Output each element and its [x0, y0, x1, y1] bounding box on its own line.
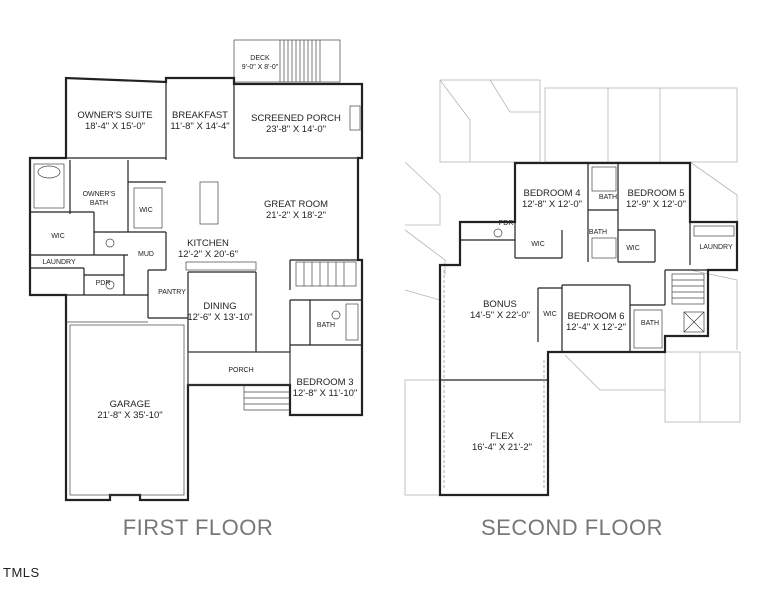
owners-suite-label: OWNER'S SUITE	[77, 110, 152, 121]
bath-a-label: BATH	[599, 194, 617, 201]
bedroom3-dims: 12'-8" X 11'-10"	[293, 388, 358, 399]
wic-label-b: WIC	[51, 233, 65, 240]
owners-bath-label-2: BATH	[90, 200, 108, 207]
porch-label: PORCH	[228, 367, 253, 374]
mud-label: MUD	[138, 251, 154, 258]
pdr-label-2: PDR	[499, 220, 514, 227]
bonus-label: BONUS	[483, 299, 517, 310]
breakfast-dims: 11'-8" X 14'-4"	[170, 121, 229, 132]
garage-label: GARAGE	[110, 399, 151, 410]
second-floor-title: SECOND FLOOR	[481, 515, 663, 540]
second-floor-interior-walls	[440, 163, 708, 381]
second-floor-exterior-wall	[438, 161, 739, 497]
flex-label: FLEX	[490, 431, 514, 442]
great-room-dims: 21'-2" X 18'-2"	[266, 210, 326, 221]
pdr-label: PDR	[96, 280, 111, 287]
deck-label: DECK	[250, 55, 270, 62]
bedroom4-label: BEDROOM 4	[523, 188, 580, 199]
laundry-label-2: LAUNDRY	[699, 244, 733, 251]
screened-porch-label: SCREENED PORCH	[251, 113, 341, 124]
bedroom6-label: BEDROOM 6	[567, 311, 624, 322]
porch-steps	[187, 351, 291, 411]
deck-structure	[233, 39, 341, 83]
pantry-label: PANTRY	[158, 289, 186, 296]
second-floor-fixtures	[493, 166, 735, 349]
first-floor-title: FIRST FLOOR	[123, 515, 274, 540]
first-floor-labels: DECK 9'-0" X 8'-0" OWNER'S SUITE 18'-4" …	[42, 55, 357, 421]
bedroom6-dims: 12'-4" X 12'-2"	[566, 322, 626, 333]
owners-bath-label: OWNER'S	[83, 191, 116, 198]
bath-label: BATH	[317, 322, 335, 329]
bath-b-label: BATH	[589, 229, 607, 236]
second-floor-labels: BEDROOM 4 12'-8" X 12'-0" BATH BEDROOM 5…	[470, 188, 733, 453]
first-floor-fixtures	[33, 105, 361, 341]
roof-outlines	[404, 79, 741, 496]
breakfast-label: BREAKFAST	[172, 110, 228, 121]
first-floor-exterior-wall	[28, 76, 364, 502]
wic-label-a: WIC	[139, 207, 153, 214]
first-floor-plan: DECK 9'-0" X 8'-0" OWNER'S SUITE 18'-4" …	[28, 39, 364, 540]
first-floor-stairs	[295, 261, 357, 287]
kitchen-dims: 12'-2" X 20'-6"	[178, 249, 238, 260]
bedroom5-dims: 12'-9" X 12'-0"	[626, 199, 686, 210]
deck-dims: 9'-0" X 8'-0"	[242, 64, 279, 71]
second-floor-dashed-lines	[443, 270, 545, 490]
second-floor-stairs	[671, 273, 705, 305]
tmls-watermark: TMLS	[3, 565, 40, 580]
wic-c-label: WIC	[543, 311, 557, 318]
wic-a-label-2: WIC	[531, 241, 545, 248]
first-floor-interior-walls	[30, 78, 362, 385]
bedroom4-dims: 12'-8" X 12'-0"	[522, 199, 582, 210]
bedroom5-label: BEDROOM 5	[627, 188, 684, 199]
owners-suite-dims: 18'-4" X 15'-0"	[85, 121, 145, 132]
bath-c-label: BATH	[641, 320, 659, 327]
kitchen-label: KITCHEN	[187, 238, 229, 249]
second-floor-plan: BEDROOM 4 12'-8" X 12'-0" BATH BEDROOM 5…	[404, 79, 741, 540]
garage-detail	[66, 321, 185, 496]
bedroom3-label: BEDROOM 3	[296, 377, 353, 388]
great-room-label: GREAT ROOM	[264, 199, 328, 210]
screened-porch-dims: 23'-8" X 14'-0"	[266, 124, 326, 135]
flex-dims: 16'-4" X 21'-2"	[472, 442, 532, 453]
wic-b-label-2: WIC	[626, 245, 640, 252]
dining-dims: 12'-6" X 13'-10"	[187, 312, 252, 323]
laundry-label: LAUNDRY	[42, 259, 76, 266]
garage-dims: 21'-8" X 35'-10"	[97, 410, 162, 421]
bonus-dims: 14'-5" X 22'-0"	[470, 310, 530, 321]
dining-label: DINING	[203, 301, 236, 312]
